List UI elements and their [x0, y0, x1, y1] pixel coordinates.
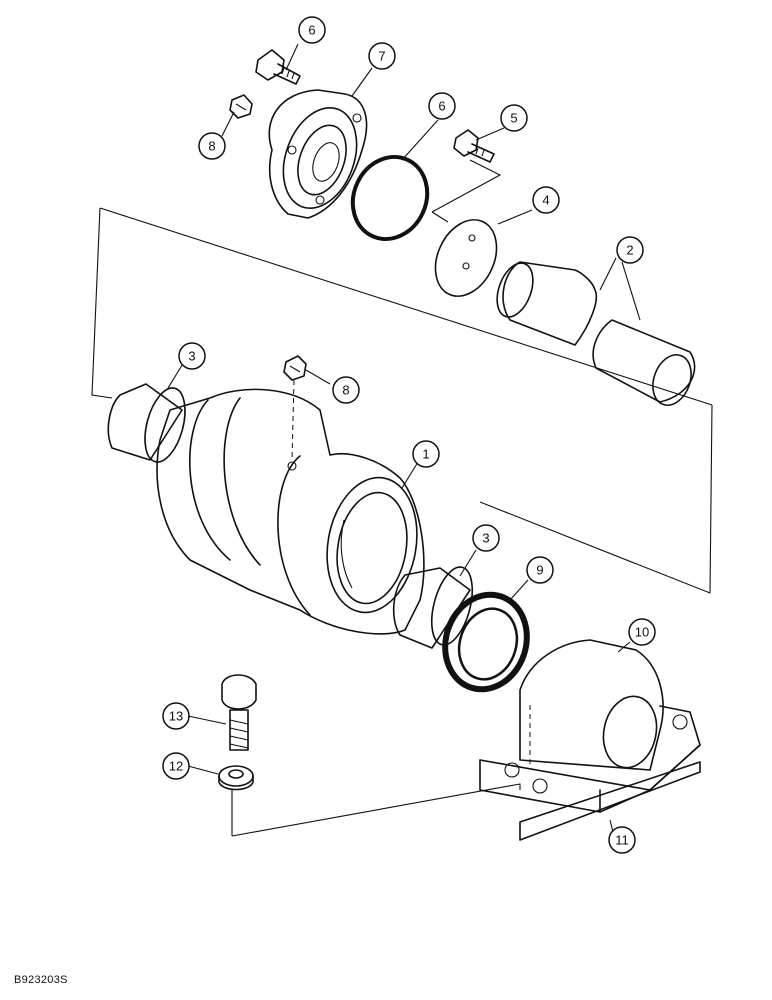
callout-3-right: 3: [472, 524, 500, 552]
part-o-ring: [350, 155, 430, 241]
part-thrust-washer: [434, 219, 498, 297]
part-shaft: [496, 261, 696, 406]
callout-13: 13: [162, 702, 190, 730]
callout-label: 13: [169, 709, 183, 724]
callout-9: 9: [526, 556, 554, 584]
callout-label: 9: [536, 563, 543, 578]
callout-label: 3: [188, 349, 195, 364]
callout-label: 2: [626, 243, 633, 258]
part-pillow-block: [479, 639, 701, 813]
callout-label: 4: [542, 193, 549, 208]
callout-6: 6: [428, 92, 456, 120]
part-washer: [218, 765, 254, 791]
callout-7: 7: [368, 42, 396, 70]
part-flange-cap: [268, 89, 368, 219]
callout-4: 4: [532, 186, 560, 214]
callout-12: 12: [162, 752, 190, 780]
callout-8-middle: 8: [332, 376, 360, 404]
callout-label: 11: [615, 833, 629, 848]
part-shim: [519, 761, 701, 841]
part-bolt-lower: [221, 674, 257, 751]
callout-label: 7: [378, 49, 385, 64]
callout-5-upper: 6: [298, 16, 326, 44]
part-bolt-upper: [255, 49, 301, 85]
part-bushing-left: [107, 383, 186, 463]
leader-lines: [167, 43, 641, 837]
callout-2: 2: [616, 236, 644, 264]
callout-label: 8: [208, 139, 215, 154]
part-set-screw-upper: [229, 94, 253, 119]
callout-label: 8: [342, 383, 349, 398]
callout-label: 10: [635, 625, 649, 640]
assembly-guide-lines: [91, 159, 713, 837]
callout-label: 5: [510, 111, 517, 126]
callout-label: 3: [482, 531, 489, 546]
callout-1: 1: [412, 440, 440, 468]
callout-label: 6: [438, 99, 445, 114]
callout-5-right: 5: [500, 104, 528, 132]
part-seal: [442, 591, 530, 693]
part-track-roller: [156, 388, 425, 635]
callout-11: 11: [608, 826, 636, 854]
callout-8-upper: 8: [198, 132, 226, 160]
callout-label: 12: [169, 759, 183, 774]
callout-label: 1: [422, 447, 429, 462]
callout-label: 6: [308, 23, 315, 38]
figure-code: B923203S: [14, 974, 68, 986]
part-bolt-right: [453, 129, 495, 163]
callout-3-left: 3: [178, 342, 206, 370]
part-set-screw-middle: [283, 355, 307, 461]
callout-10: 10: [628, 618, 656, 646]
